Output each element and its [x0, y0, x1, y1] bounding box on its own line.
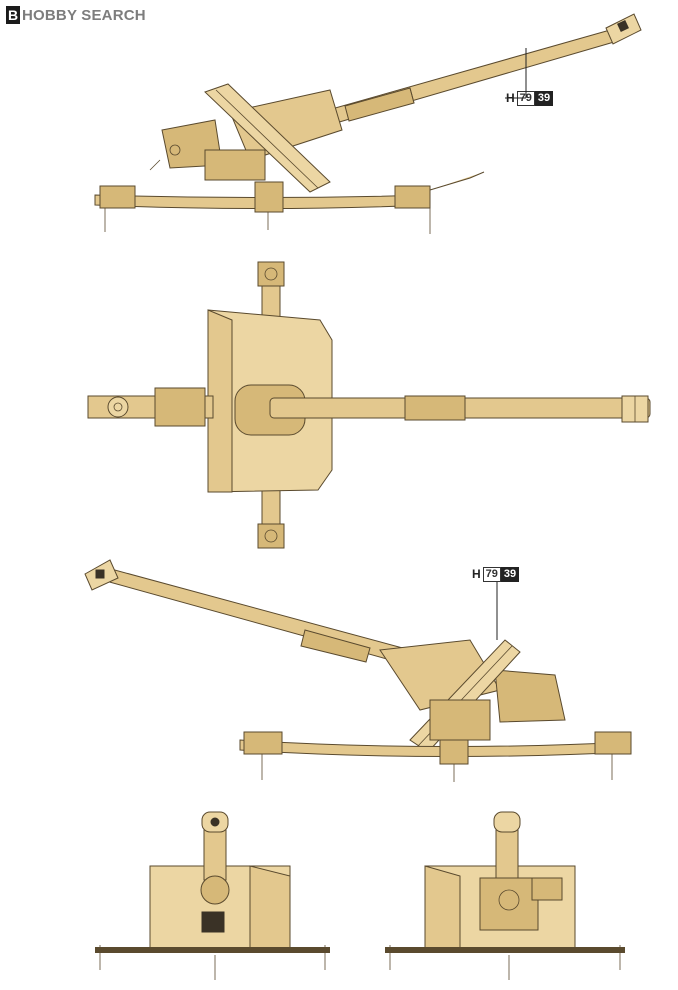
trail-hub	[107, 396, 129, 418]
left-spade	[99, 185, 136, 209]
shield-edge	[207, 309, 233, 493]
hobby-search-logo: B HOBBY SEARCH	[6, 4, 146, 26]
side-view-left	[94, 13, 642, 234]
barrel	[299, 29, 615, 133]
barrel-sleeve-top	[404, 395, 466, 421]
shield	[204, 83, 331, 193]
upper-mount	[204, 149, 266, 181]
right-spade	[394, 185, 431, 209]
rear-muzzle	[493, 811, 521, 833]
rear-breech	[479, 877, 539, 931]
callout-middle-part: 79	[482, 566, 501, 582]
callout-middle: H 79 39	[472, 566, 520, 582]
front-view	[95, 811, 330, 980]
front-barrel	[203, 829, 227, 881]
callout-middle-number: 39	[500, 566, 520, 582]
top-view	[87, 261, 651, 549]
side-view-right	[84, 559, 632, 782]
front-opening	[201, 911, 225, 933]
right-spade-right	[594, 731, 632, 755]
pivot-mount	[254, 181, 284, 213]
breech-right	[494, 669, 566, 723]
top-spade	[257, 261, 285, 287]
rear-sight-box	[531, 877, 563, 901]
logo-text: HOBBY SEARCH	[22, 6, 146, 24]
rear-view	[385, 811, 625, 980]
bottom-spade	[257, 523, 285, 549]
breech-top	[154, 387, 206, 427]
callout-top-number: 39	[534, 90, 554, 106]
barrel-sleeve	[344, 87, 415, 122]
barrel-sleeve-right	[300, 629, 371, 663]
rear-shield-wing	[424, 865, 461, 951]
rear-barrel	[495, 829, 519, 881]
left-spade-right	[243, 731, 283, 755]
mount-right	[429, 699, 491, 741]
front-mantlet	[200, 875, 230, 905]
trail-handle	[429, 171, 485, 191]
callout-middle-letter: H	[472, 567, 481, 581]
logo-badge: B	[6, 6, 20, 24]
pivot-right	[439, 739, 469, 765]
front-shield-wing	[249, 865, 291, 951]
